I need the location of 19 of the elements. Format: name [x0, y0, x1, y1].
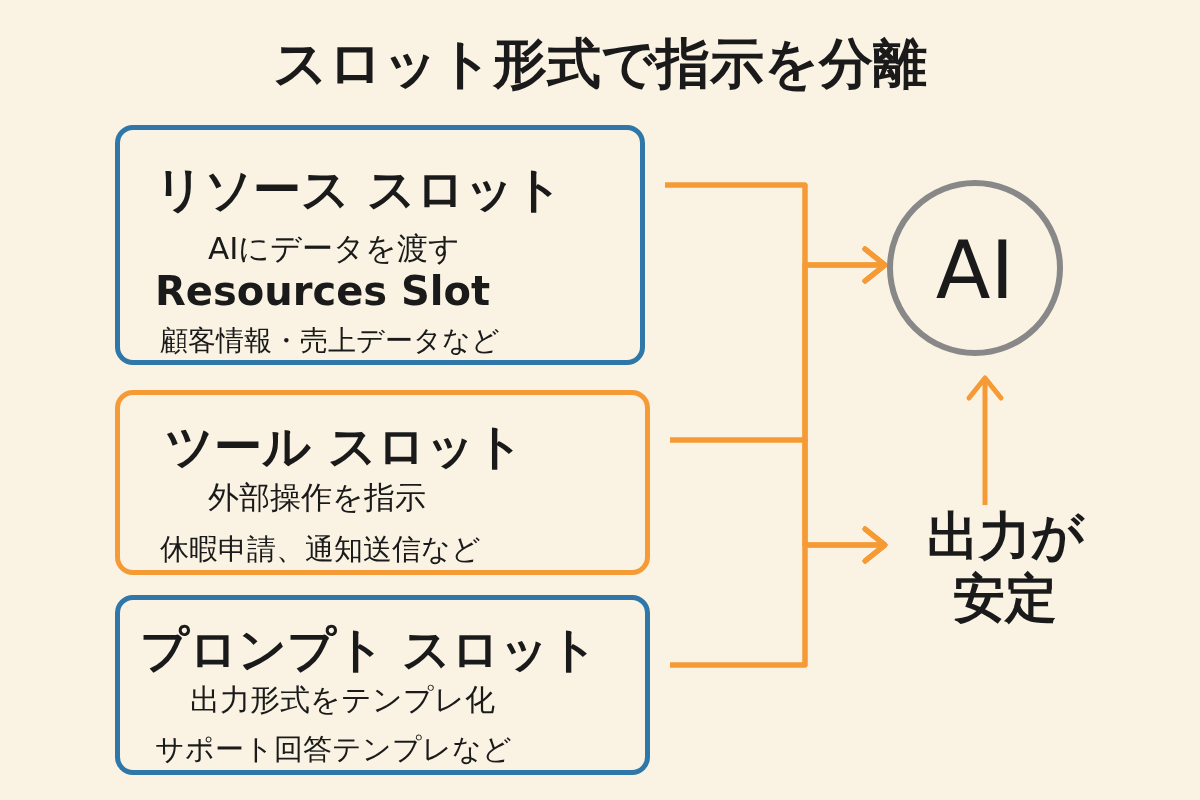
box-heading: リソース スロット — [155, 160, 563, 219]
box-text: 外部操作を指示 — [208, 478, 426, 517]
box-text: 出力形式をテンプレ化 — [190, 681, 495, 719]
slot-box — [115, 390, 650, 575]
arrow — [966, 375, 1004, 505]
slot-box — [115, 595, 650, 775]
box-text: 休暇申請、通知送信など — [160, 531, 481, 568]
box-text: AIにデータを渡す — [208, 229, 461, 268]
box-text: 顧客情報・売上データなど — [160, 323, 500, 359]
box-text: Resources Slot — [155, 268, 491, 314]
title: スロット形式で指示を分離 — [272, 31, 928, 97]
box-text: サポート回答テンプレなど — [155, 731, 512, 768]
box-heading: プロンプト スロット — [140, 620, 598, 679]
slot-box — [115, 125, 645, 365]
result-text: 出力が安定 — [905, 505, 1105, 630]
arrow — [670, 526, 888, 668]
circle-label: AI — [934, 224, 1016, 317]
ai-circle — [887, 180, 1063, 356]
box-heading: ツール スロット — [165, 417, 524, 476]
